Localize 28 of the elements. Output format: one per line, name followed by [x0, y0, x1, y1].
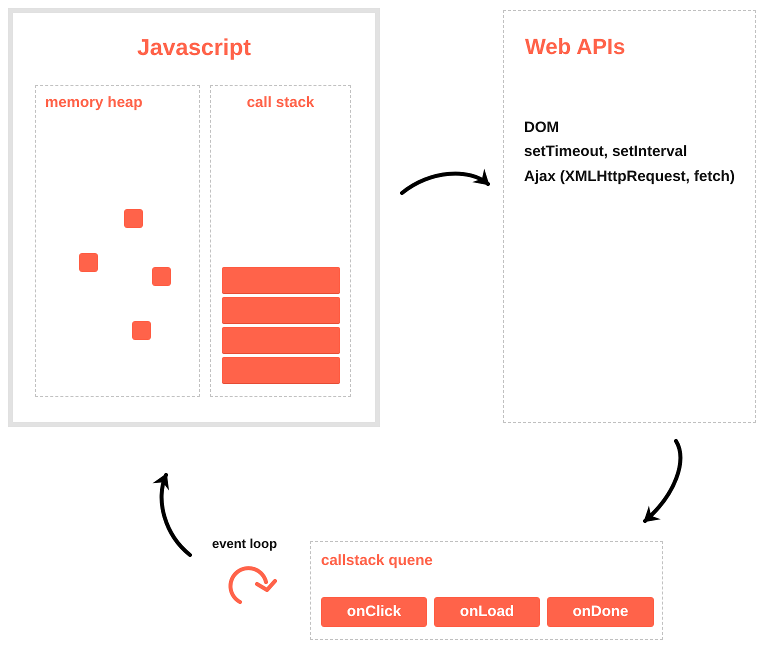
panel [35, 85, 200, 397]
curved-arrow [643, 439, 682, 523]
api-item: DOM [524, 118, 560, 138]
panel [503, 10, 756, 423]
api-item: setTimeout, setInterval [524, 143, 688, 162]
event-chip: onClick [321, 597, 427, 627]
panel-heading: callstack quene [320, 551, 434, 571]
heap-object [79, 253, 98, 272]
stack-frame [222, 297, 340, 323]
panel [8, 8, 380, 427]
event-chip: onDone [547, 597, 654, 627]
api-item: Ajax (XMLHttpRequest, fetch) [524, 168, 736, 187]
panel-heading: call stack [246, 93, 316, 113]
loop-label: event loop [212, 535, 278, 553]
panel [210, 85, 351, 397]
stack-frame [222, 267, 340, 293]
stack-frame [222, 327, 340, 353]
panel-heading: Web APIs [524, 33, 626, 60]
stack-frame [222, 357, 340, 383]
panel-heading: memory heap [44, 93, 144, 113]
panel [310, 541, 663, 640]
heap-object [132, 321, 151, 340]
event-chip: onLoad [434, 597, 540, 627]
curved-arrow [153, 473, 192, 557]
heap-object [124, 209, 143, 228]
panel-heading: Javascript [136, 33, 252, 62]
heap-object [152, 267, 171, 286]
curved-arrow [400, 169, 490, 195]
